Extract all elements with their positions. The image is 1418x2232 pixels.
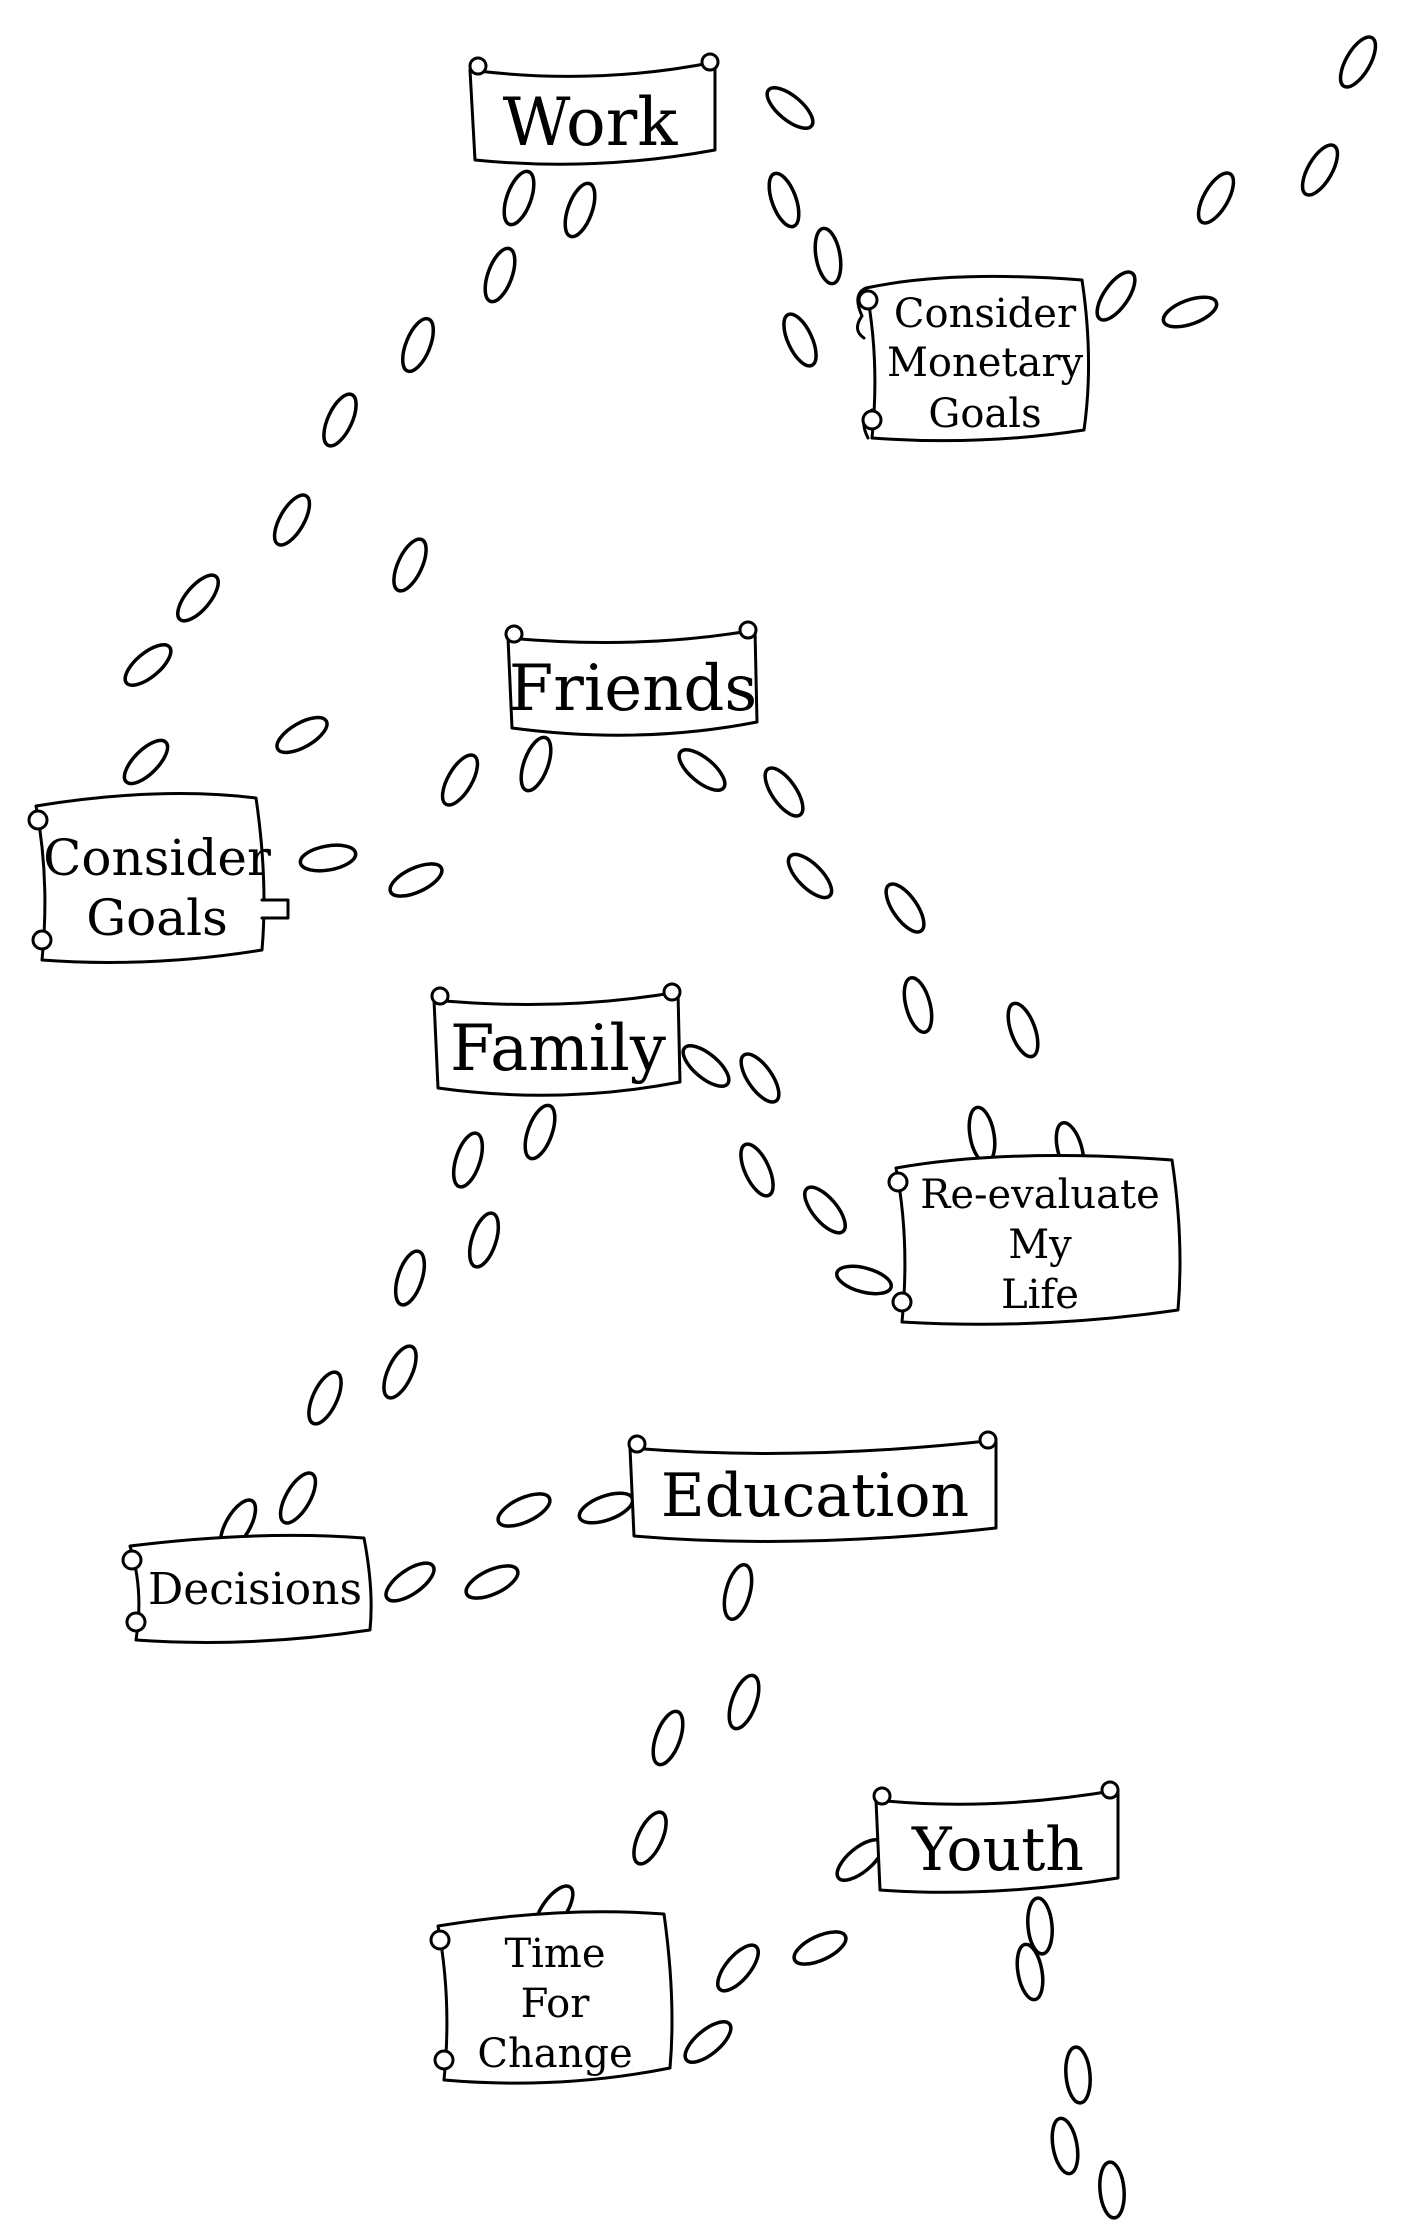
scroll-time-for-change: Time For Change: [429, 1910, 674, 2085]
footprint-icon: [440, 753, 480, 807]
footprint-icon: [483, 246, 517, 304]
footprint-icon: [519, 735, 553, 793]
footprint-icon: [739, 1052, 781, 1104]
footprint-icon: [722, 1563, 754, 1621]
footprint-icon: [496, 1492, 552, 1528]
footprint-icon: [298, 843, 358, 873]
footprint-icon: [1050, 2116, 1080, 2176]
footprint-icon: [1006, 1001, 1040, 1059]
time-for-change-line-2: For: [521, 1981, 591, 2027]
consider-monetary-goals-line-2: Monetary: [887, 340, 1084, 386]
footprint-icon: [322, 392, 358, 448]
footprint-icon: [467, 1211, 501, 1269]
footprint-icon: [1338, 35, 1378, 89]
footprint-icon: [681, 1044, 731, 1088]
footprint-icon: [677, 748, 727, 792]
re-evaluate-line-3: Life: [1001, 1272, 1079, 1318]
footprint-icon: [275, 715, 329, 755]
banner-family: Family: [430, 982, 682, 1097]
footprint-icon: [523, 1103, 557, 1161]
banner-education: Education: [627, 1430, 998, 1543]
footprint-icon: [563, 181, 597, 239]
footprint-icon: [1026, 1896, 1054, 1956]
footprint-icon: [307, 1370, 343, 1426]
footprint-icon: [683, 2020, 733, 2064]
scroll-re-evaluate-my-life: Re-evaluate My Life: [887, 1154, 1182, 1326]
consider-goals-line-1: Consider: [43, 829, 271, 887]
time-for-change-line-3: Change: [477, 2031, 632, 2077]
decisions-line-1: Decisions: [148, 1564, 362, 1615]
footprint-icon: [392, 537, 428, 593]
banner-education-label: Education: [661, 1461, 969, 1531]
footprint-icon: [786, 852, 834, 900]
footprint-icon: [782, 312, 818, 368]
footprint-icon: [1098, 2160, 1126, 2220]
scroll-consider-monetary-goals: Consider Monetary Goals: [856, 274, 1091, 443]
footprint-icon: [739, 1142, 775, 1198]
banner-youth: Youth: [872, 1780, 1120, 1894]
footprint-icon: [792, 1930, 848, 1966]
banner-work: Work: [468, 52, 720, 166]
consider-monetary-goals-line-1: Consider: [894, 291, 1077, 337]
consider-monetary-goals-line-3: Goals: [928, 391, 1041, 437]
consider-goals-line-2: Goals: [86, 889, 228, 947]
footprint-icon: [278, 1471, 318, 1525]
footprint-trails: [122, 35, 1378, 2220]
footprint-icon: [176, 573, 220, 623]
banner-work-label: Work: [503, 84, 679, 161]
footprint-icon: [502, 169, 536, 227]
re-evaluate-line-2: My: [1008, 1222, 1072, 1268]
banner-family-label: Family: [450, 1012, 666, 1086]
banner-youth-label: Youth: [911, 1815, 1084, 1885]
footprint-icon: [384, 1561, 436, 1603]
footprint-icon: [272, 493, 312, 547]
footprint-icon: [813, 226, 843, 286]
footprint-icon: [763, 766, 805, 818]
footprint-icon: [1196, 171, 1236, 225]
footprint-icon: [835, 1264, 893, 1296]
footprint-icon: [767, 171, 801, 229]
banner-friends: Friends: [504, 620, 759, 737]
footprint-icon: [577, 1491, 635, 1525]
time-for-change-line-1: Time: [504, 1931, 605, 1977]
footprint-icon: [803, 1185, 847, 1235]
scroll-decisions: Decisions: [121, 1533, 373, 1644]
footprint-icon: [632, 1810, 668, 1866]
re-evaluate-line-1: Re-evaluate: [920, 1172, 1160, 1218]
footprint-icon: [1300, 143, 1340, 197]
footprint-icon: [1161, 295, 1219, 329]
footprint-icon: [1064, 2045, 1092, 2105]
footprint-icon: [1095, 270, 1137, 322]
footprint-icon: [400, 316, 436, 374]
footprint-icon: [727, 1673, 761, 1731]
footprint-icon: [451, 1131, 485, 1189]
footprint-icon: [884, 882, 926, 934]
footprint-icon: [123, 643, 173, 687]
scroll-consider-goals: Consider Goals: [27, 792, 290, 964]
footprint-icon: [1015, 1942, 1045, 2002]
footprint-icon: [716, 1943, 760, 1993]
footprint-icon: [388, 862, 444, 898]
banner-friends-label: Friends: [509, 652, 757, 726]
footprint-icon: [382, 1344, 418, 1400]
footprint-icon: [122, 738, 170, 786]
footprint-icon: [651, 1709, 685, 1767]
footprint-icon: [464, 1564, 520, 1600]
footprint-icon: [765, 86, 815, 130]
footprint-icon: [393, 1249, 427, 1307]
footprint-icon: [902, 976, 934, 1034]
